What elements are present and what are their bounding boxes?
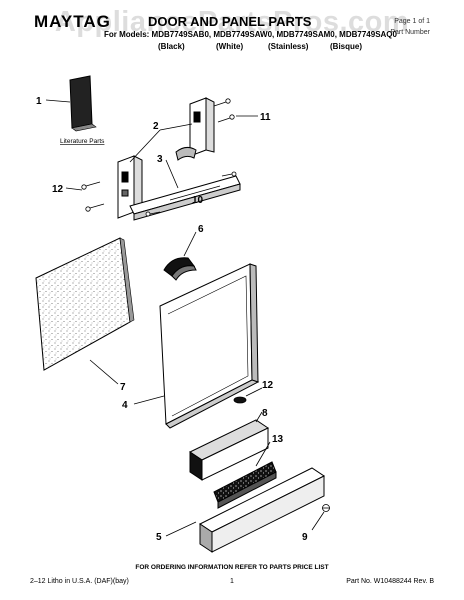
corner-line-1: Page 1 of 1 [394, 18, 430, 25]
callout-3: 3 [157, 154, 163, 165]
callout-1: 1 [36, 96, 42, 107]
callout-5: 5 [156, 532, 162, 543]
corner-line-2: Part Number [390, 29, 430, 36]
page-title: DOOR AND PANEL PARTS [148, 14, 312, 29]
hinge-bracket-right [175, 97, 215, 161]
door-handle [163, 257, 197, 281]
screw-set-10 [145, 171, 237, 217]
screw-9 [322, 504, 330, 512]
leader-4 [133, 395, 165, 405]
callout-12-top: 12 [52, 184, 64, 195]
control-housing [188, 419, 270, 481]
leader-12-top [65, 187, 83, 191]
callout-4: 4 [122, 400, 128, 411]
corner-info: Page 1 of 1 Part Number [390, 16, 430, 38]
part-number: Part No. W10488244 Rev. B [346, 578, 434, 585]
leader-2b [159, 123, 193, 131]
variant-bisque: (Bisque) [330, 42, 362, 51]
callout-2: 2 [153, 121, 159, 132]
callout-8: 8 [262, 408, 268, 419]
literature-label: Literature Parts [60, 138, 105, 145]
variant-stainless: (Stainless) [268, 42, 309, 51]
callout-9: 9 [302, 532, 308, 543]
leader-13 [255, 441, 271, 467]
callout-13: 13 [272, 434, 284, 445]
inner-door [159, 263, 260, 429]
leader-8 [255, 411, 263, 423]
ordering-note: FOR ORDERING INFORMATION REFER TO PARTS … [135, 564, 329, 571]
variant-black: (Black) [158, 42, 185, 51]
screw-12-lower [233, 396, 247, 404]
leader-6 [183, 231, 197, 257]
screw-set-12-top [81, 181, 105, 212]
callout-11: 11 [260, 112, 271, 123]
leader-2a [129, 129, 161, 163]
literature-booklet [69, 75, 97, 132]
leader-7 [89, 359, 119, 385]
leader-12-lower [245, 387, 263, 397]
models-line: For Models: MDB7749SAB0, MDB7749SAW0, MD… [104, 30, 397, 39]
leader-9 [311, 511, 325, 531]
brand-logo: MAYTAG [34, 12, 111, 31]
screw-set-11 [213, 98, 235, 123]
callout-7: 7 [120, 382, 126, 393]
door-frame-rail [129, 175, 241, 221]
leader-1 [45, 99, 71, 103]
callout-6: 6 [198, 224, 204, 235]
console-overlay [213, 461, 277, 509]
control-panel-front [199, 467, 325, 553]
litho-line: 2–12 Litho in U.S.A. (DAF)(bay) [30, 578, 129, 585]
page-number: 1 [230, 578, 234, 585]
door-panel [35, 237, 135, 371]
variant-white: (White) [216, 42, 244, 51]
leader-5 [165, 521, 197, 537]
callout-10: 10 [192, 195, 204, 206]
leader-3 [165, 159, 179, 189]
callout-12-lower: 12 [262, 380, 274, 391]
leader-10 [169, 185, 221, 201]
